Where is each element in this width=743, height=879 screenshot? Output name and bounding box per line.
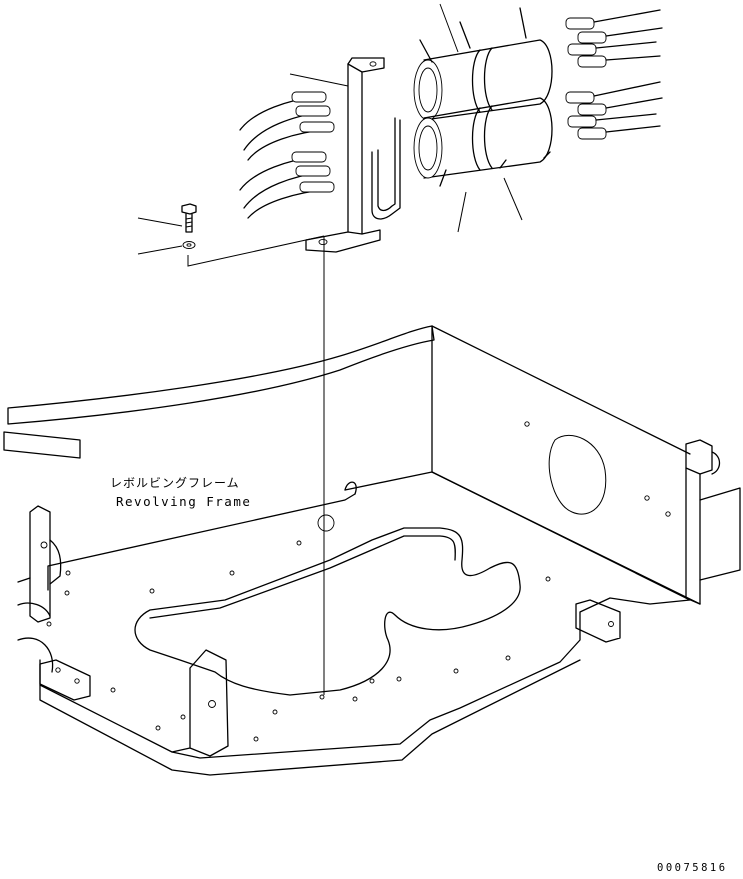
part-label-en: Revolving Frame bbox=[116, 494, 252, 509]
part-label-jp: レボルビングフレーム bbox=[110, 476, 240, 490]
revolving-frame bbox=[3, 325, 741, 776]
hose-fittings-left bbox=[239, 91, 335, 219]
hose-clamps bbox=[413, 7, 553, 187]
hose-fittings-right bbox=[565, 9, 663, 140]
bracket bbox=[305, 57, 401, 253]
bolt-and-washer bbox=[181, 203, 197, 249]
leader-lines bbox=[137, 3, 523, 695]
drawing-number: 00075816 bbox=[657, 862, 728, 874]
